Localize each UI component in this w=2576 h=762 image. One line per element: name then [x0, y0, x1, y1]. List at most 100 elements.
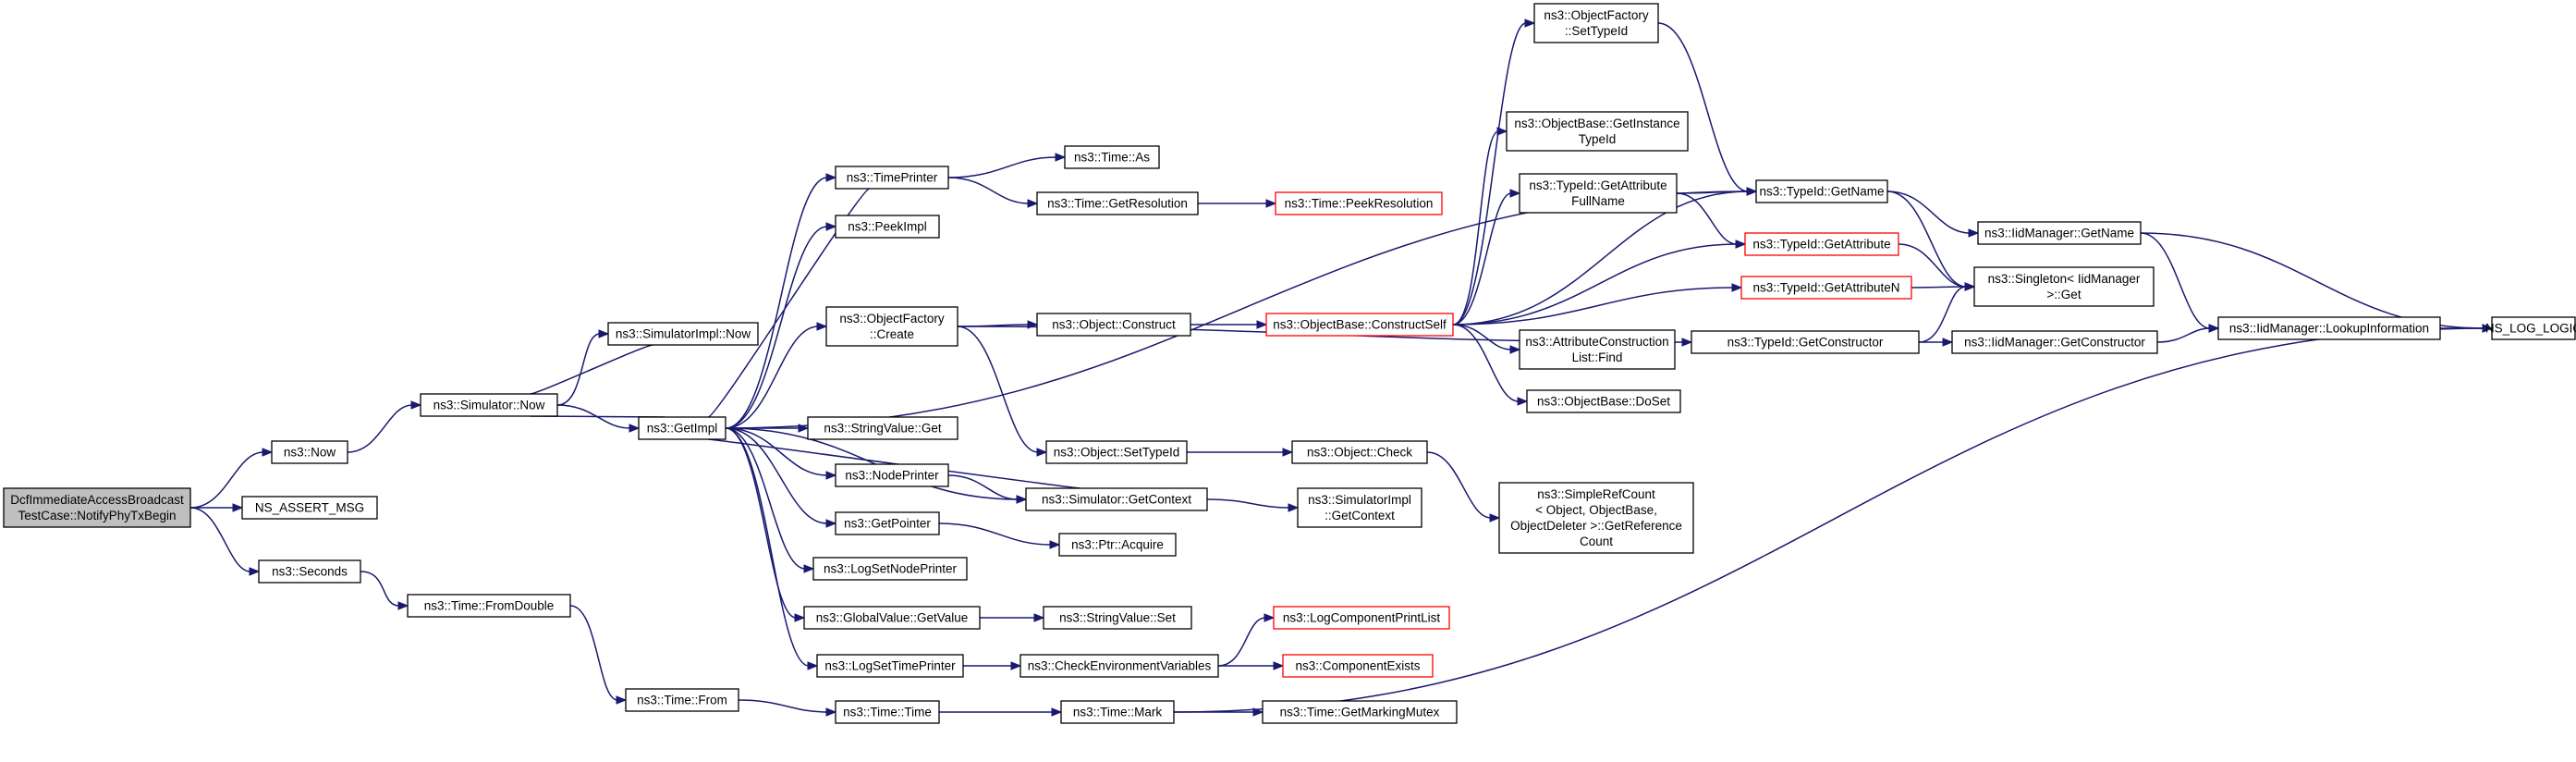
node-label: ns3::Object::Construct [1052, 318, 1176, 332]
edge-line [1452, 324, 1512, 350]
node-ofcreate[interactable]: ns3::ObjectFactory::Create [825, 306, 958, 347]
node-peekres[interactable]: ns3::Time::PeekResolution [1275, 191, 1443, 215]
node-label: ns3::Object::SetTypeId [1054, 446, 1180, 460]
node-svget[interactable]: ns3::StringValue::Get [807, 416, 958, 440]
edge-line [1217, 617, 1266, 667]
node-label: ::Create [870, 327, 914, 341]
edge-tidgetname-to-iidgetname [1886, 190, 1980, 238]
node-iidgetcons[interactable]: ns3::IidManager::GetConstructor [1951, 330, 2158, 354]
edge-obconstructself-to-attrconslist [1452, 324, 1521, 354]
node-from[interactable]: ns3::Time::From [625, 688, 739, 712]
node-label: >::Get [2046, 288, 2081, 301]
node-obconstructself[interactable]: ns3::ObjectBase::ConstructSelf [1265, 313, 1454, 337]
arrowhead [1496, 127, 1508, 136]
arrowhead [1964, 282, 1976, 291]
arrowhead [262, 448, 274, 457]
edge-root-to-now [189, 448, 274, 509]
node-getmarkmutex[interactable]: ns3::Time::GetMarkingMutex [1262, 700, 1458, 724]
node-label: ns3::PeekImpl [848, 220, 927, 234]
arrowhead [629, 424, 641, 433]
node-box [625, 688, 739, 712]
node-gvgetvalue[interactable]: ns3::GlobalValue::GetValue [803, 606, 981, 630]
arrowhead [825, 519, 837, 528]
edge-line [2140, 232, 2484, 329]
node-logsetnode[interactable]: ns3::LogSetNodePrinter [812, 557, 968, 581]
node-compexists[interactable]: ns3::ComponentExists [1282, 654, 1434, 678]
node-ptracquire[interactable]: ns3::Ptr::Acquire [1058, 533, 1177, 557]
edge-tidgetattrfull-to-tidgetattr [1676, 192, 1747, 249]
node-label: ObjectDeleter >::GetReference [1510, 519, 1682, 533]
node-box [1043, 606, 1192, 630]
node-label: ns3::Time::Time [843, 706, 932, 719]
node-tidgetattrn[interactable]: ns3::TypeId::GetAttributeN [1740, 276, 1912, 300]
node-box [807, 416, 958, 440]
edge-timeprinter-to-timeas [947, 153, 1067, 178]
node-box [803, 606, 981, 630]
node-nslog[interactable]: NS_LOG_LOGIC [2485, 316, 2576, 340]
node-obdoset[interactable]: ns3::ObjectBase::DoSet [1526, 389, 1681, 413]
node-objsettypeid[interactable]: ns3::Object::SetTypeId [1045, 440, 1188, 464]
node-objconstruct[interactable]: ns3::Object::Construct [1036, 313, 1191, 337]
node-lookupinfo[interactable]: ns3::IidManager::LookupInformation [2217, 316, 2441, 340]
edge-objcheck-to-simplerefcount [1426, 451, 1501, 522]
node-box [1275, 191, 1443, 215]
node-simnow[interactable]: ns3::Simulator::Now [420, 393, 558, 417]
arrowhead [803, 564, 815, 573]
node-label: ns3::TypeId::GetConstructor [1728, 336, 1884, 350]
node-nodeprinter[interactable]: ns3::NodePrinter [835, 463, 949, 487]
node-getpointer[interactable]: ns3::GetPointer [835, 511, 940, 535]
node-simplerefcount[interactable]: ns3::SimpleRefCount< Object, ObjectBase,… [1498, 482, 1694, 554]
node-label: ns3::Time::GetResolution [1047, 197, 1188, 211]
edge-line [1898, 243, 1967, 288]
node-timemark[interactable]: ns3::Time::Mark [1060, 700, 1175, 724]
node-ofsettypeid[interactable]: ns3::ObjectFactory::SetTypeId [1533, 3, 1659, 43]
node-tidgetname[interactable]: ns3::TypeId::GetName [1755, 179, 1888, 203]
arrowhead [1509, 345, 1521, 354]
node-getres[interactable]: ns3::Time::GetResolution [1036, 191, 1199, 215]
node-box [1265, 313, 1454, 337]
arrowhead [1968, 228, 1980, 238]
node-now[interactable]: ns3::Now [271, 440, 348, 464]
node-singletonget[interactable]: ns3::Singleton< IidManager>::Get [1973, 266, 2155, 307]
node-simimplnow[interactable]: ns3::SimulatorImpl::Now [607, 322, 759, 346]
node-tidgetcons[interactable]: ns3::TypeId::GetConstructor [1691, 330, 1920, 354]
edge-logsettime-to-checkenv [963, 661, 1022, 670]
edge-line [947, 177, 1030, 204]
node-seconds[interactable]: ns3::Seconds [258, 559, 361, 584]
node-timetime[interactable]: ns3::Time::Time [835, 700, 940, 724]
arrowhead [1033, 613, 1045, 622]
node-iidgetname[interactable]: ns3::IidManager::GetName [1977, 221, 2142, 245]
node-timeas[interactable]: ns3::Time::As [1064, 145, 1160, 169]
arrowhead [816, 322, 828, 331]
node-peekimpl[interactable]: ns3::PeekImpl [835, 215, 940, 239]
edge-ofsettypeid-to-tidgetname [1657, 22, 1758, 196]
edge-ofcreate-to-objsettypeid [957, 326, 1048, 457]
node-objcheck[interactable]: ns3::Object::Check [1291, 440, 1428, 464]
edge-line [1426, 451, 1492, 519]
node-timeprinter[interactable]: ns3::TimePrinter [835, 166, 949, 190]
edge-line [1452, 192, 1512, 326]
edge-getimpl-to-timeprinter [725, 173, 837, 429]
node-label: ns3::ObjectBase::GetInstance [1514, 117, 1679, 130]
edge-getimpl-to-logsettime [725, 427, 819, 670]
node-logcomplist[interactable]: ns3::LogComponentPrintList [1273, 606, 1450, 630]
node-checkenv[interactable]: ns3::CheckEnvironmentVariables [1019, 654, 1219, 678]
node-assert[interactable]: NS_ASSERT_MSG [241, 496, 378, 520]
node-logsettime[interactable]: ns3::LogSetTimePrinter [816, 654, 964, 678]
node-simimplgetctx[interactable]: ns3::SimulatorImpl::GetContext [1297, 487, 1422, 528]
edge-tidgetname-to-singletonget [1886, 190, 1976, 291]
node-label: TypeId [1579, 132, 1617, 146]
edge-checkenv-to-compexists [1218, 661, 1285, 670]
node-fromdouble[interactable]: ns3::Time::FromDouble [407, 594, 571, 618]
edge-obconstructself-to-tidgetattr [1452, 240, 1747, 326]
node-box [241, 496, 378, 520]
node-getimpl[interactable]: ns3::GetImpl [638, 416, 726, 440]
node-simgetcontext[interactable]: ns3::Simulator::GetContext [1025, 487, 1208, 511]
arrowhead [825, 707, 837, 717]
node-tidgetattr[interactable]: ns3::TypeId::GetAttribute [1744, 232, 1899, 256]
node-label: ns3::Time::As [1074, 151, 1150, 165]
node-svset[interactable]: ns3::StringValue::Set [1043, 606, 1192, 630]
